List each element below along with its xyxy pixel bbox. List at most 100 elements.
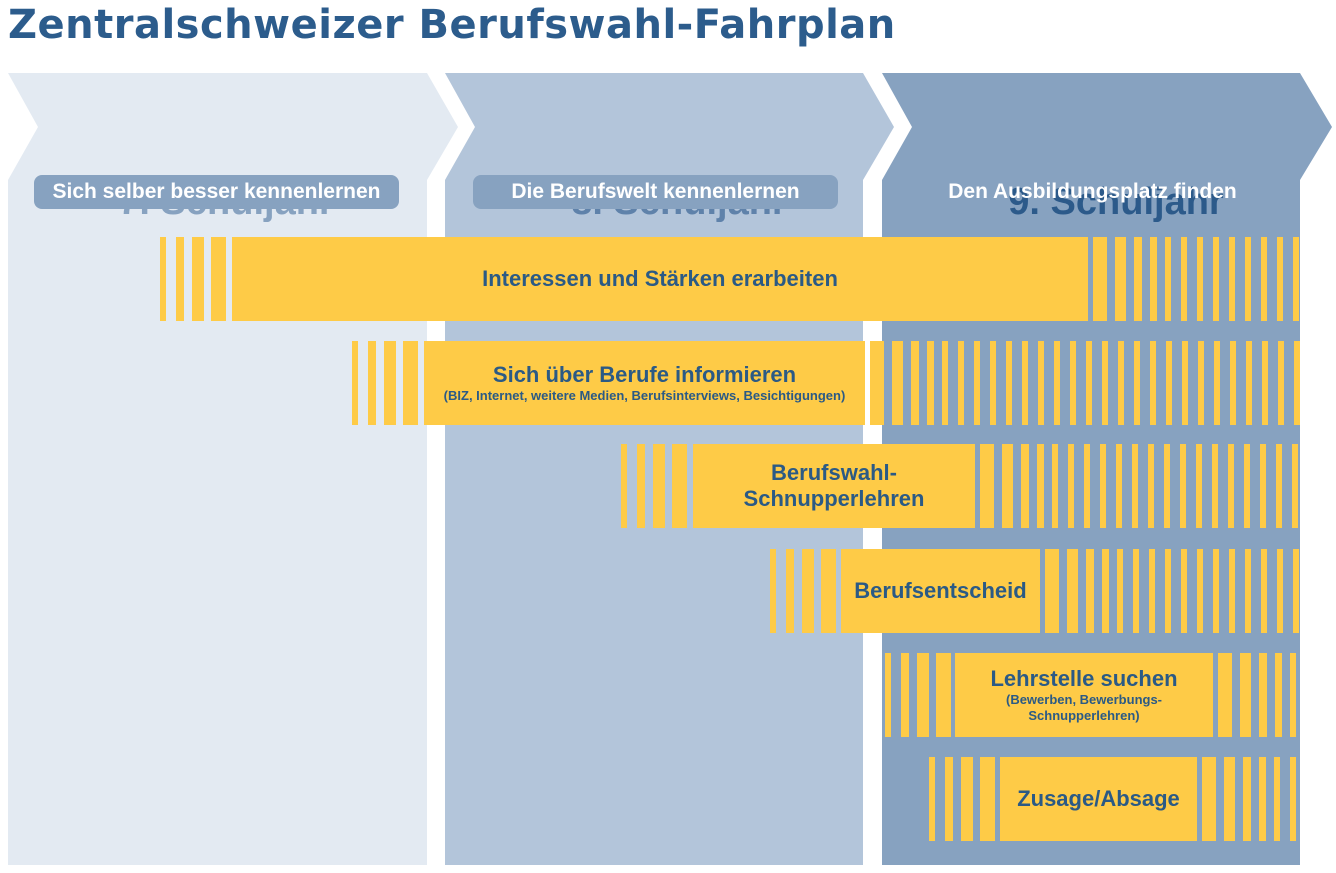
fade-out-stripe xyxy=(1292,444,1298,528)
fade-in-stripe xyxy=(885,653,891,737)
fade-out-stripe xyxy=(1197,549,1203,633)
fade-out-stripe xyxy=(1278,341,1284,425)
fade-out-stripe xyxy=(974,341,980,425)
fade-out-stripe xyxy=(1022,341,1028,425)
fade-out-stripe xyxy=(1277,549,1283,633)
fade-out-stripe xyxy=(1149,549,1155,633)
fade-out-stripe xyxy=(1164,444,1170,528)
fade-out-stripe xyxy=(1196,444,1202,528)
bar-block: Berufswahl- Schnupperlehren xyxy=(693,444,975,528)
fade-in-stripe xyxy=(929,757,935,841)
fade-out-stripe xyxy=(1243,757,1251,841)
fade-out-stripe xyxy=(1262,341,1268,425)
fade-out-stripe xyxy=(1067,549,1078,633)
phase-label: Den Ausbildungsplatz finden xyxy=(948,180,1237,203)
fade-out-stripe xyxy=(1240,653,1251,737)
bar-label: Berufswahl- Schnupperlehren xyxy=(743,460,925,511)
fade-out-stripe xyxy=(1038,341,1044,425)
fade-out-stripe xyxy=(1246,341,1252,425)
fade-out-stripe xyxy=(1165,549,1171,633)
fade-out-stripe xyxy=(1275,653,1282,737)
year-heading: 9. Schuljahr xyxy=(1008,181,1224,223)
fade-out-stripe xyxy=(1261,549,1267,633)
bar-label: Lehrstelle suchen xyxy=(990,666,1178,691)
fade-out-stripe xyxy=(1230,341,1236,425)
fade-out-stripe xyxy=(870,341,884,425)
fade-in-stripe xyxy=(945,757,953,841)
fade-out-stripe xyxy=(1276,444,1282,528)
fade-out-stripe xyxy=(1002,444,1013,528)
fade-out-stripe xyxy=(1117,549,1123,633)
fade-out-stripe xyxy=(911,341,919,425)
fade-out-stripe xyxy=(1045,549,1059,633)
fade-out-stripe xyxy=(1180,444,1186,528)
fade-out-stripe xyxy=(1052,444,1058,528)
fade-in-stripe xyxy=(211,237,226,321)
fade-out-stripe xyxy=(1084,444,1090,528)
timeline-bar: Zusage/Absage xyxy=(0,757,1336,841)
timeline-bar: Interessen und Stärken erarbeiten xyxy=(0,237,1336,321)
fade-out-stripe xyxy=(1293,237,1299,321)
fade-out-stripe xyxy=(1102,549,1109,633)
fade-out-stripe xyxy=(1150,237,1157,321)
fade-out-stripe xyxy=(1290,653,1296,737)
bar-label: Berufsentscheid xyxy=(854,578,1027,603)
fade-in-stripe xyxy=(637,444,645,528)
timeline-bar: Lehrstelle suchen(Bewerben, Bewerbungs-S… xyxy=(0,653,1336,737)
bar-block: Interessen und Stärken erarbeiten xyxy=(232,237,1088,321)
fade-in-stripe xyxy=(384,341,396,425)
fade-out-stripe xyxy=(1054,341,1060,425)
fade-out-stripe xyxy=(1006,341,1012,425)
fade-in-stripe xyxy=(936,653,951,737)
fade-out-stripe xyxy=(1245,549,1251,633)
fade-out-stripe xyxy=(1277,237,1283,321)
fade-out-stripe xyxy=(1093,237,1107,321)
fade-in-stripe xyxy=(653,444,665,528)
fade-out-stripe xyxy=(990,341,996,425)
fade-out-stripe xyxy=(1274,757,1280,841)
fade-out-stripe xyxy=(892,341,903,425)
fade-out-stripe xyxy=(1070,341,1076,425)
fade-out-stripe xyxy=(1086,341,1092,425)
fade-out-stripe xyxy=(1181,237,1187,321)
fade-out-stripe xyxy=(1294,341,1300,425)
fade-out-stripe xyxy=(1293,549,1299,633)
bar-label: Sich über Berufe informieren xyxy=(492,362,797,387)
fade-out-stripe xyxy=(1181,549,1187,633)
fade-out-stripe xyxy=(1261,237,1267,321)
bar-block: Lehrstelle suchen(Bewerben, Bewerbungs-S… xyxy=(955,653,1213,737)
fade-in-stripe xyxy=(352,341,358,425)
fade-out-stripe xyxy=(1213,549,1219,633)
fade-in-stripe xyxy=(621,444,627,528)
fade-out-stripe xyxy=(1224,757,1235,841)
fade-out-stripe xyxy=(1202,757,1216,841)
bar-block: Berufsentscheid xyxy=(841,549,1040,633)
fade-out-stripe xyxy=(1086,549,1094,633)
fade-out-stripe xyxy=(927,341,934,425)
timeline-bar: Berufswahl- Schnupperlehren xyxy=(0,444,1336,528)
fade-out-stripe xyxy=(1133,549,1139,633)
fade-in-stripe xyxy=(802,549,814,633)
fade-out-stripe xyxy=(942,341,948,425)
fade-out-stripe xyxy=(1115,237,1126,321)
fade-out-stripe xyxy=(1212,444,1218,528)
bar-block: Zusage/Absage xyxy=(1000,757,1197,841)
fade-in-stripe xyxy=(176,237,184,321)
phase-label: Die Berufswelt kennenlernen xyxy=(473,175,838,209)
fade-out-stripe xyxy=(1229,237,1235,321)
bar-sublabel: (BIZ, Internet, weitere Medien, Berufsin… xyxy=(443,388,846,403)
timeline-bar: Sich über Berufe informieren(BIZ, Intern… xyxy=(0,341,1336,425)
fade-out-stripe xyxy=(1021,444,1029,528)
fade-out-stripe xyxy=(1290,757,1296,841)
fade-in-stripe xyxy=(403,341,418,425)
fade-in-stripe xyxy=(770,549,776,633)
fade-in-stripe xyxy=(368,341,376,425)
fade-out-stripe xyxy=(1118,341,1124,425)
fade-out-stripe xyxy=(980,444,994,528)
fade-out-stripe xyxy=(1166,341,1172,425)
fade-out-stripe xyxy=(1198,341,1204,425)
fade-out-stripe xyxy=(1134,341,1140,425)
fade-in-stripe xyxy=(672,444,687,528)
fade-in-stripe xyxy=(980,757,995,841)
fade-out-stripe xyxy=(1132,444,1138,528)
